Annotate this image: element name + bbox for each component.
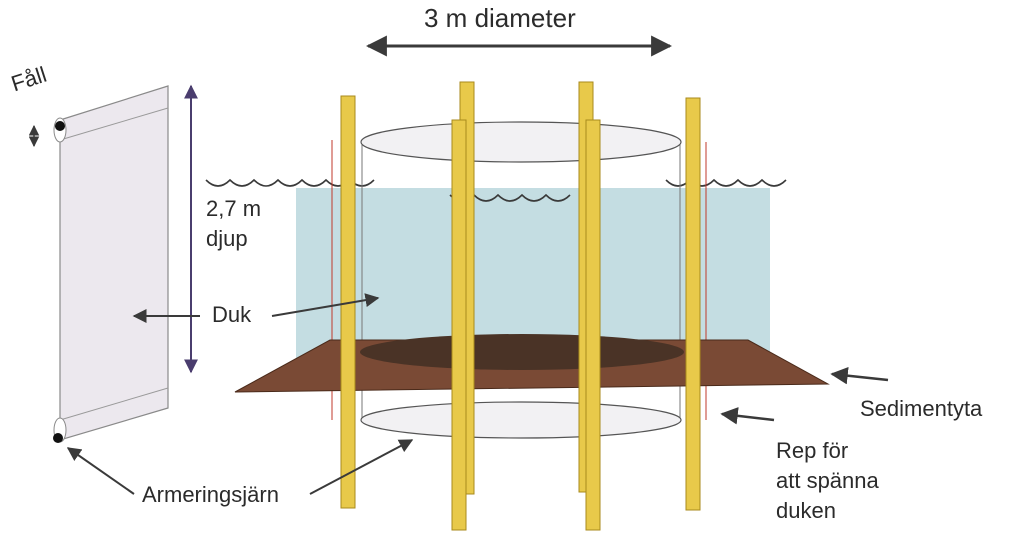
rebar-bottom-end [53, 433, 63, 443]
cylinder-bottom-ring [360, 401, 682, 439]
curtain-sheet [53, 85, 169, 443]
rope-arrow [720, 407, 775, 425]
depth-value-label: 2,7 m [206, 196, 262, 221]
duk-label: Duk [212, 302, 252, 327]
rebar-top-end [55, 121, 65, 131]
duk-arrow-right [271, 293, 380, 317]
poles [340, 81, 701, 531]
water-surface-right [665, 178, 787, 187]
rope-label-line3: duken [776, 498, 836, 523]
diameter-label: 3 m diameter [424, 3, 576, 33]
depth-word-label: djup [206, 226, 248, 251]
cylinder-enclosure [331, 121, 707, 420]
sediment-hole [360, 334, 684, 370]
sediment-arrow [830, 366, 889, 385]
rebar-label: Armeringsjärn [142, 482, 279, 507]
rebar-arrow-right [309, 439, 414, 495]
sediment-label: Sedimentyta [860, 396, 983, 421]
rope-label-line2: att spänna [776, 468, 879, 493]
rope-label-line1: Rep för [776, 438, 849, 463]
rebar-arrows [66, 447, 135, 495]
